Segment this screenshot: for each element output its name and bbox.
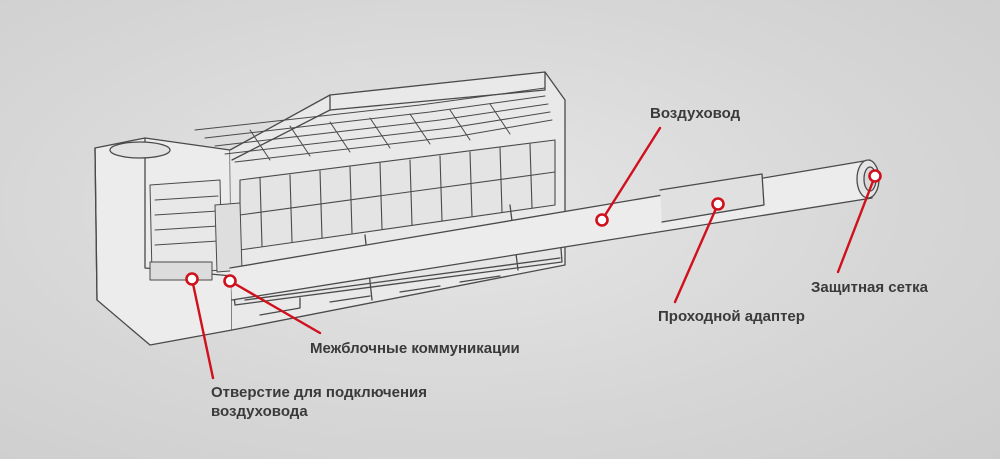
callout-line-hole — [190, 277, 215, 380]
callout-line-adapter — [673, 202, 720, 304]
label-interblock-communications: Межблочные коммуникации — [310, 340, 520, 357]
marker-communications — [223, 274, 237, 288]
label-duct-connection-hole: Отверстие для подключения воздуховода — [211, 383, 427, 421]
callout-line-communications — [228, 279, 322, 335]
label-hole-line1: Отверстие для подключения — [211, 384, 428, 401]
marker-duct — [595, 213, 609, 227]
label-protective-mesh: Защитная сетка — [811, 279, 928, 296]
callout-line-mesh — [836, 174, 877, 274]
callout-line-duct — [600, 126, 662, 222]
label-duct: Воздуховод — [650, 105, 741, 122]
top-grille — [194, 87, 553, 163]
marker-mesh — [868, 169, 882, 183]
marker-hole — [185, 272, 199, 286]
label-pass-through-adapter: Проходной адаптер — [658, 308, 805, 325]
marker-adapter — [711, 197, 725, 211]
callout-lines — [190, 126, 877, 380]
left-internals — [149, 179, 243, 281]
label-hole-line2: воздуховода — [211, 403, 308, 420]
callout-markers — [185, 169, 882, 288]
